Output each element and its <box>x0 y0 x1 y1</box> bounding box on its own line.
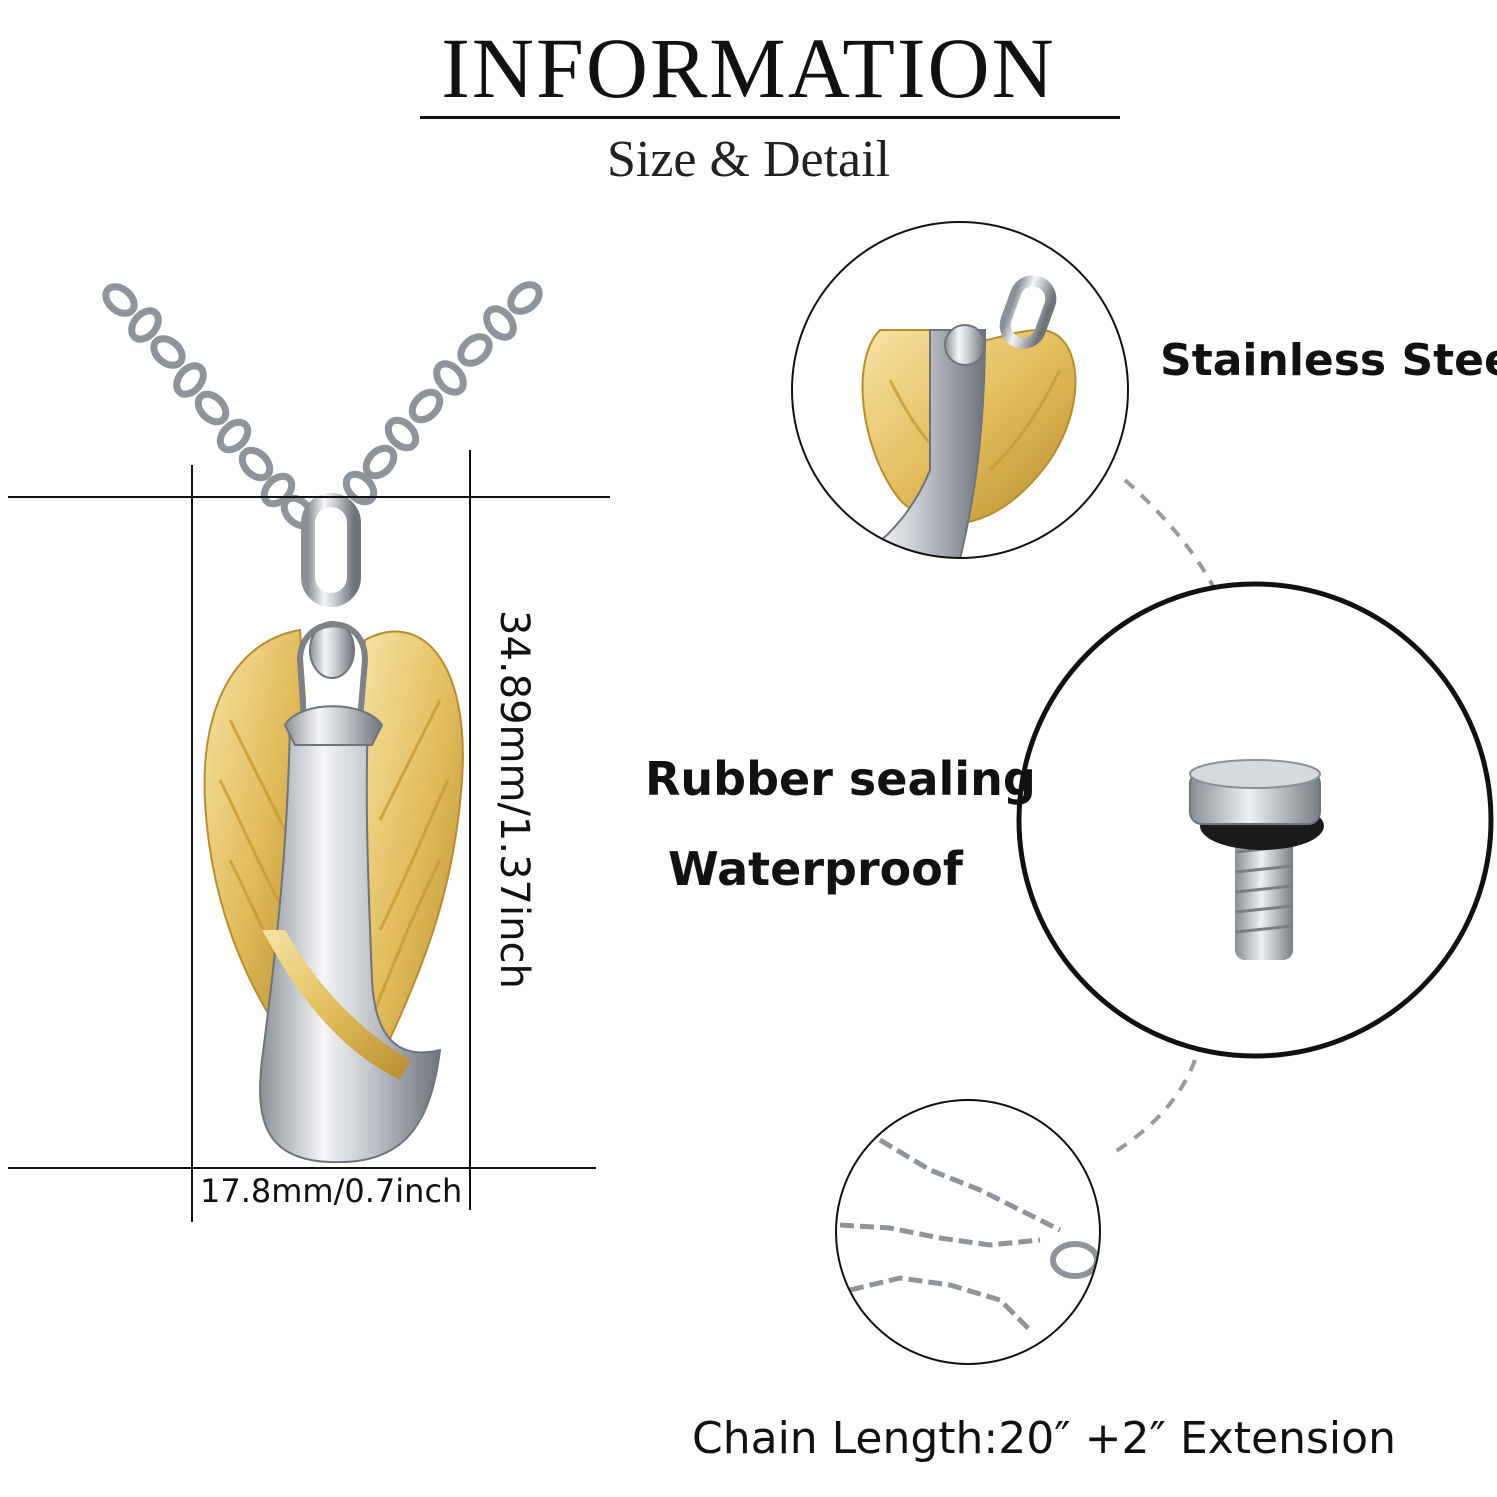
angel-pendant-icon <box>203 493 464 1164</box>
material-label: Stainless Steel <box>1160 335 1497 386</box>
height-dimension-label: 34.89mm/1.37inch <box>491 610 537 989</box>
necklace-chain <box>102 281 543 530</box>
screw-detail-circle <box>1016 581 1494 1059</box>
seal-label: Rubber sealing <box>645 752 1036 806</box>
page-title: INFORMATION <box>441 20 1056 116</box>
chain-length-label: Chain Length:20″ +2″ Extension <box>692 1413 1396 1464</box>
width-dimension-label: 17.8mm/0.7inch <box>200 1172 463 1210</box>
title-underline <box>420 116 1120 119</box>
screw-icon <box>1189 759 1324 960</box>
waterproof-label: Waterproof <box>668 842 963 896</box>
connector-dashes <box>1108 478 1217 1157</box>
page-subtitle: Size & Detail <box>606 131 891 188</box>
chain-detail-circle <box>835 1099 1101 1365</box>
wing-detail-circle <box>791 221 1129 559</box>
dimension-lines <box>8 450 610 1222</box>
